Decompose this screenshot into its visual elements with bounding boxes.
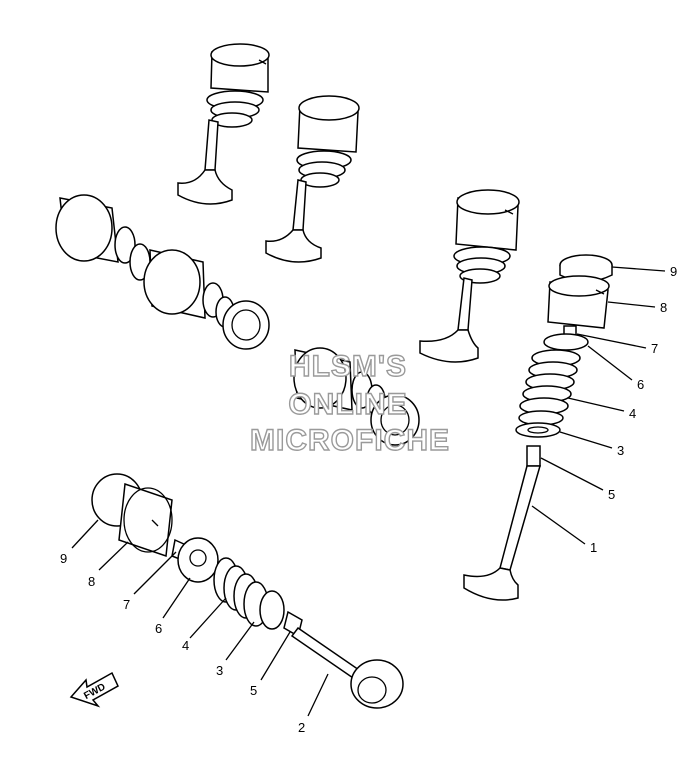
valve-assembly-top-middle (265, 95, 360, 263)
callout-left-4: 4 (182, 638, 189, 653)
callouts-left: 9 8 7 6 4 3 5 2 (60, 519, 329, 735)
callout-left-2: 2 (298, 720, 305, 735)
watermark: HLSM'S ONLINE MICROFICHE (249, 349, 450, 457)
callout-left-6: 6 (155, 621, 162, 636)
callout-right-8: 8 (660, 300, 667, 315)
fwd-arrow-icon: FWD (69, 671, 119, 708)
callout-right-5: 5 (608, 487, 615, 502)
callout-right-1: 1 (590, 540, 597, 555)
valve-assembly-right-middle (419, 189, 520, 363)
watermark-line-2: ONLINE (288, 388, 407, 421)
callout-left-8: 8 (88, 574, 95, 589)
callout-left-3: 3 (216, 663, 223, 678)
callout-right-3: 3 (617, 443, 624, 458)
watermark-line-3: MICROFICHE (250, 424, 450, 457)
valve-assembly-left-horizontal (55, 194, 270, 350)
callout-right-4: 4 (629, 406, 636, 421)
watermark-line-1: HLSM'S (289, 350, 407, 383)
valve-assembly-center (293, 347, 420, 446)
valve-exploded-right (463, 254, 613, 601)
callout-right-6: 6 (637, 377, 644, 392)
callout-left-5: 5 (250, 683, 257, 698)
callout-left-7: 7 (123, 597, 130, 612)
valve-assembly-top-left (177, 43, 270, 205)
callout-right-7: 7 (651, 341, 658, 356)
callouts-right: 9 8 7 6 4 3 5 1 (531, 264, 677, 555)
callout-left-9: 9 (60, 551, 67, 566)
callout-right-9: 9 (670, 264, 677, 279)
valve-exploded-left (91, 473, 404, 709)
